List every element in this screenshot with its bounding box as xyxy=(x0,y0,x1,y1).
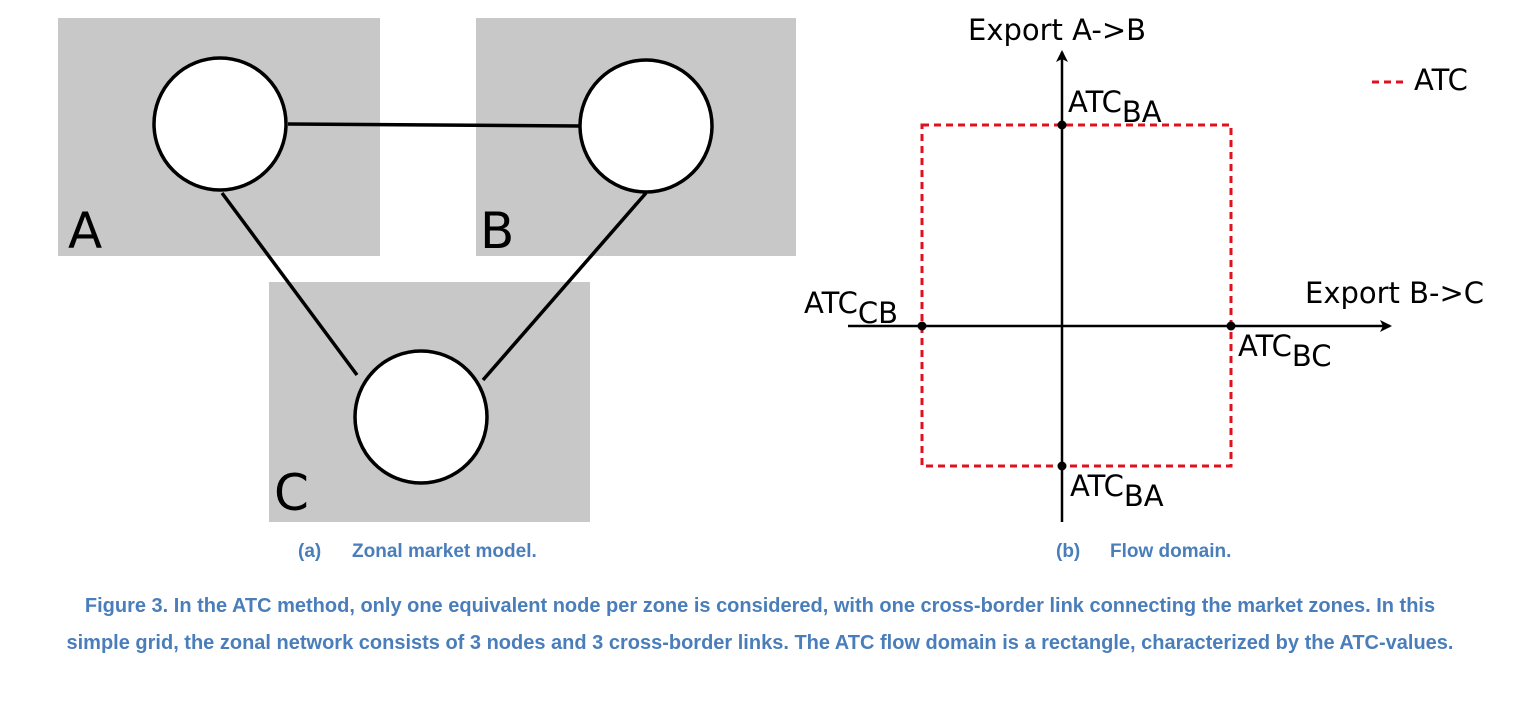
figure-caption: Figure 3. In the ATC method, only one eq… xyxy=(66,595,1454,654)
subcaption-a-letter: (a) xyxy=(298,541,321,562)
atc-left-label: ATCCB xyxy=(804,286,898,330)
zone-c-label: C xyxy=(274,464,309,522)
atc-bottom-label: ATCBA xyxy=(1070,469,1164,513)
subcaption-b-text: Flow domain. xyxy=(1110,541,1231,562)
zone-a-label: A xyxy=(68,202,102,260)
zone-b-label: B xyxy=(480,202,514,260)
atc-left-sub: CB xyxy=(858,296,898,330)
atc-left-main: ATC xyxy=(804,286,858,320)
node-a xyxy=(152,56,288,192)
atc-bottom-main: ATC xyxy=(1070,469,1124,503)
x-axis-label: Export B->C xyxy=(1305,276,1484,310)
link-a-c xyxy=(220,191,359,377)
atc-right-main: ATC xyxy=(1238,329,1292,363)
subcaption-b-letter: (b) xyxy=(1056,541,1080,562)
y-axis-label: Export A->B xyxy=(968,13,1146,47)
atc-right-point xyxy=(1226,321,1236,331)
link-b-c xyxy=(481,191,648,382)
legend-label: ATC xyxy=(1414,63,1468,97)
atc-top-main: ATC xyxy=(1068,85,1122,119)
atc-left-point xyxy=(917,321,927,331)
zonal-model-panel: A B C (a) Zonal market model. xyxy=(58,18,796,562)
atc-rectangle xyxy=(920,123,1233,468)
atc-top-point xyxy=(1057,120,1067,130)
atc-bottom-point xyxy=(1057,461,1067,471)
atc-right-label: ATCBC xyxy=(1238,329,1332,373)
node-c xyxy=(353,349,489,485)
subcaption-a-text: Zonal market model. xyxy=(352,541,537,562)
link-a-b xyxy=(287,122,581,128)
atc-top-sub: BA xyxy=(1122,95,1162,129)
atc-top-label: ATCBA xyxy=(1068,85,1162,129)
atc-right-sub: BC xyxy=(1292,339,1332,373)
flow-domain-panel: Export A->B Export B->C ATC ATCBA ATCBA … xyxy=(804,13,1484,562)
node-b xyxy=(578,58,714,194)
atc-bottom-sub: BA xyxy=(1124,479,1164,513)
